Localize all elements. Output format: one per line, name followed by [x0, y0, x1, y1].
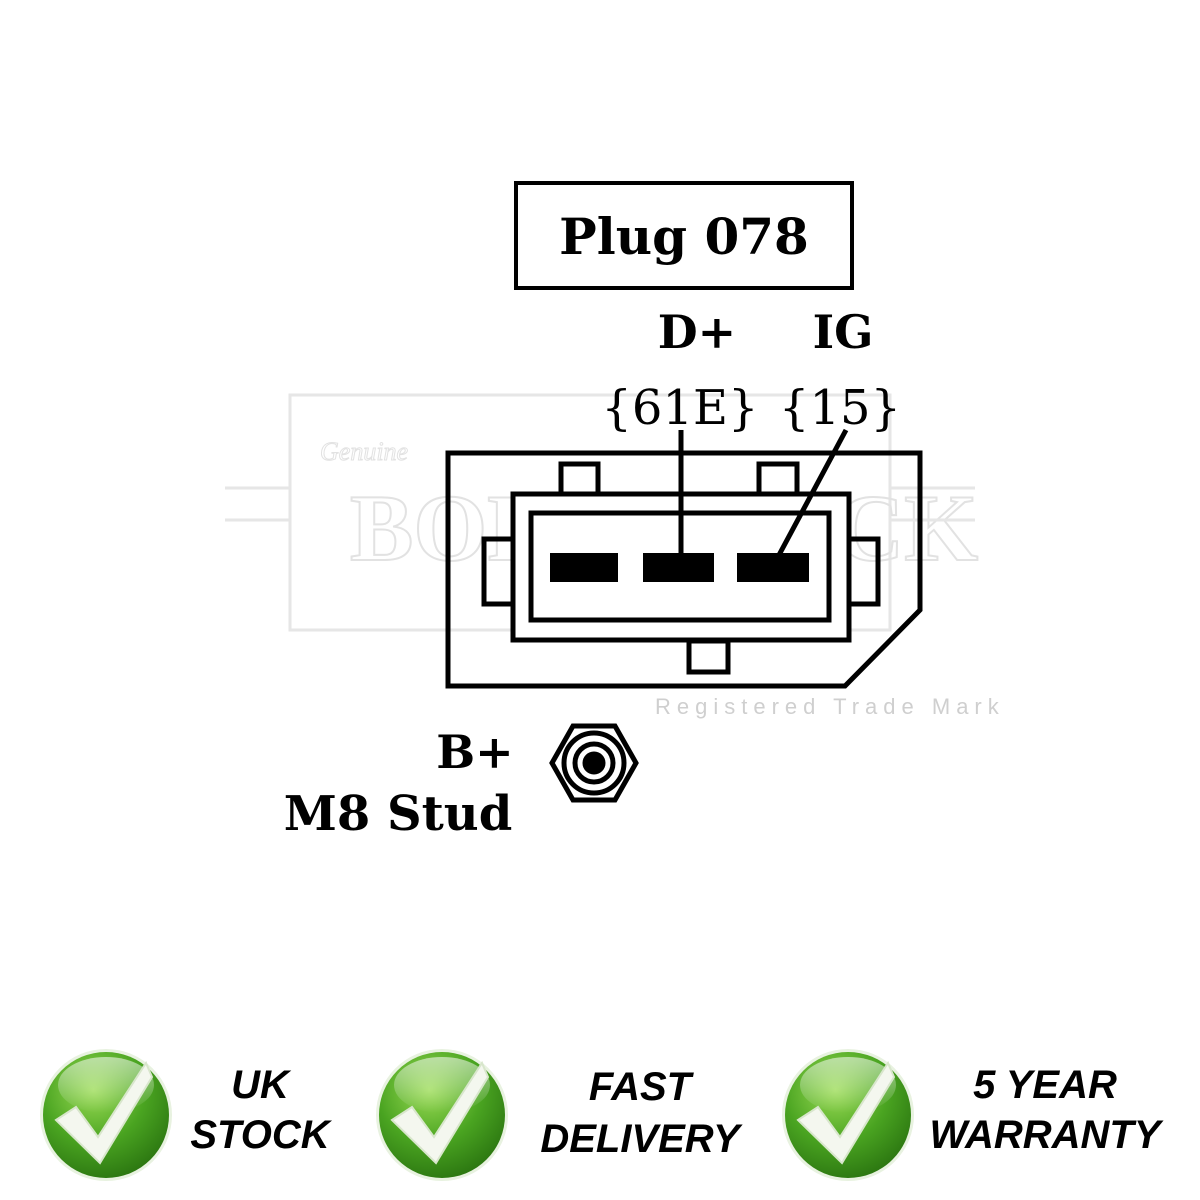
terminal-dplus-label: D+: [658, 305, 736, 359]
stud-terminal-label: B+: [436, 725, 513, 779]
svg-text:Genuine: Genuine: [320, 437, 408, 466]
ig-lead-line: [776, 428, 849, 557]
plug-label-box: [514, 181, 854, 290]
green-check-icon: [781, 1048, 915, 1182]
badge-line2: DELIVERY: [540, 1117, 743, 1161]
badge-line1: UK: [231, 1063, 292, 1107]
badge-line1: 5 YEAR: [973, 1063, 1117, 1107]
badge-line1: FAST: [589, 1065, 695, 1109]
terminal-dplus-code: {61E}: [601, 380, 758, 436]
connector-pins: [550, 553, 809, 582]
green-check-icon: [39, 1048, 173, 1182]
badge-fast-delivery: FAST DELIVERY: [375, 1048, 743, 1182]
plug-label: Plug 078: [559, 207, 809, 266]
badge-line2: WARRANTY: [929, 1113, 1163, 1157]
terminal-ig-code: {15}: [779, 380, 901, 436]
pin-2: [643, 553, 714, 582]
watermark-subline: Registered Trade Mark: [655, 694, 1005, 719]
badge-uk-stock: UK STOCK: [39, 1048, 333, 1182]
m8-stud-nut-icon: [549, 723, 639, 803]
stud-description: M8 Stud: [284, 786, 513, 842]
badge-line2: STOCK: [190, 1113, 332, 1157]
pin-1: [550, 553, 618, 582]
badge-5-year-warranty: 5 YEAR WARRANTY: [781, 1048, 1164, 1182]
terminal-ig-label: IG: [813, 305, 874, 359]
pin-3: [737, 553, 809, 582]
green-check-icon: [375, 1048, 509, 1182]
